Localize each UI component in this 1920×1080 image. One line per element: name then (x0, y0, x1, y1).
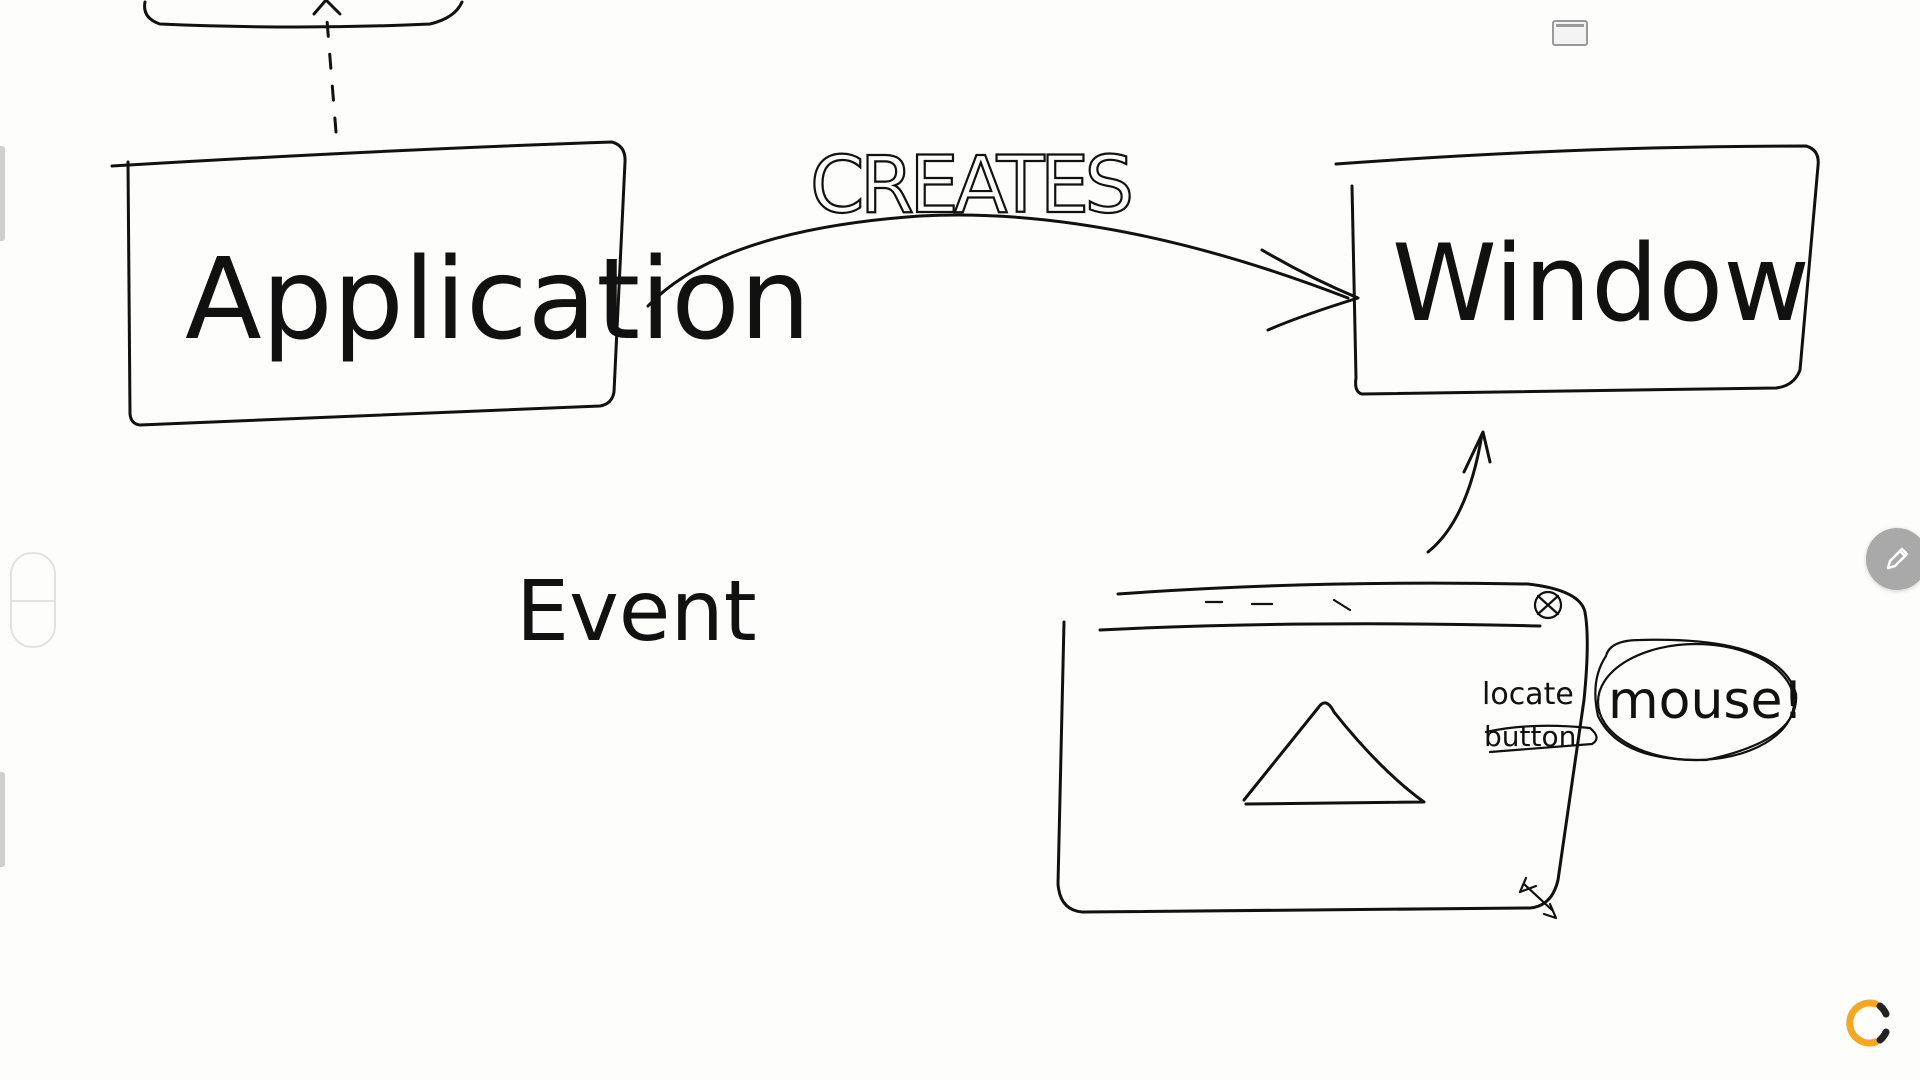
sketch-resize-handle-icon (1518, 876, 1558, 920)
button-label-box (1484, 724, 1598, 754)
mouse-bubble-label: mouse! (1608, 671, 1803, 731)
window-toggle-icon[interactable] (1552, 20, 1588, 46)
sketch-side-label-top: locate (1482, 677, 1574, 712)
window-label: Window (1392, 222, 1810, 345)
creates-arrowhead (1260, 248, 1360, 332)
top-node-box (143, 0, 464, 29)
brand-logo-icon (1846, 999, 1890, 1047)
event-label: Event (516, 562, 757, 660)
sketch-image-mountain (1242, 701, 1426, 806)
side-handle[interactable] (10, 552, 56, 648)
sketch-titlebar-line (1098, 622, 1542, 632)
window-box (1334, 144, 1820, 396)
application-box (110, 140, 627, 427)
dashed-connector-arrowhead (312, 0, 342, 16)
mouse-bubble-loop (1594, 638, 1798, 762)
dashed-connector (324, 6, 338, 134)
sketch-window-frame (1056, 581, 1589, 914)
sketch-to-window-arrow (1426, 432, 1484, 554)
application-label: Application (185, 235, 811, 365)
sketch-to-window-arrowhead (1462, 430, 1492, 474)
pencil-icon (1886, 547, 1909, 570)
sketch-side-label-bottom: button (1484, 720, 1576, 753)
sketch-corner-control-icon (1533, 590, 1563, 620)
creates-arrow (646, 213, 1350, 308)
sketch-title-dashes (1204, 598, 1352, 612)
pen-button[interactable] (1866, 528, 1920, 590)
creates-label: CREATES (810, 141, 1134, 231)
left-edge-tab-top[interactable] (0, 146, 5, 241)
mouse-bubble (1596, 642, 1796, 762)
sketch-corner-cross (1536, 594, 1560, 616)
left-edge-tab-bottom[interactable] (0, 772, 5, 867)
